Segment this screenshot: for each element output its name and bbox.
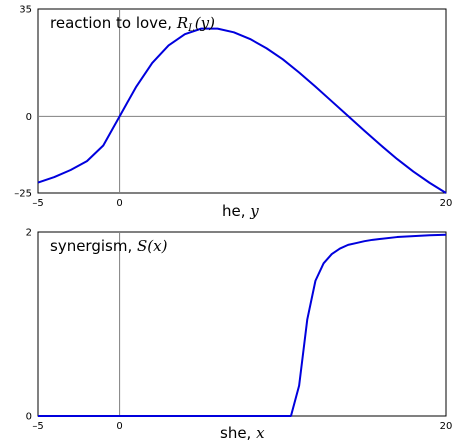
top-y-tick-label: 0 bbox=[26, 112, 32, 123]
chart-title-bottom: synergism, S(x) bbox=[50, 237, 168, 255]
tick-labels-top: –5 0 20 35 0 –25 bbox=[14, 5, 452, 210]
x-axis-label-bottom-text: she, bbox=[220, 424, 256, 441]
chart-title-top-text: reaction to love, bbox=[50, 14, 177, 32]
top-x-tick-label: 20 bbox=[440, 198, 453, 209]
bottom-x-tick-label: 20 bbox=[440, 421, 453, 432]
chart-title-bottom-math: S(x) bbox=[137, 237, 168, 255]
chart-title-top-tail: (y) bbox=[195, 14, 215, 32]
x-axis-label-bottom-math: x bbox=[256, 424, 265, 441]
bottom-x-tick-label: –5 bbox=[32, 421, 43, 432]
series-line-reaction bbox=[37, 27, 447, 194]
x-axis-label-top-math: y bbox=[249, 202, 259, 220]
reference-lines-top bbox=[38, 9, 446, 193]
top-x-tick-label: –5 bbox=[32, 198, 43, 209]
top-y-tick-label: –25 bbox=[14, 189, 32, 200]
bottom-y-tick-label: 2 bbox=[26, 228, 32, 239]
top-y-tick-label: 35 bbox=[19, 5, 32, 16]
x-axis-label-top: he, y bbox=[222, 202, 259, 220]
bottom-y-tick-label: 0 bbox=[26, 412, 32, 423]
plot-frame-top bbox=[37, 8, 447, 194]
chart-title-top: reaction to love, RL(y) bbox=[50, 14, 215, 34]
series-line-synergism bbox=[38, 233, 447, 417]
bottom-x-tick-label: 0 bbox=[116, 421, 122, 432]
top-x-tick-label: 0 bbox=[116, 198, 122, 209]
chart-title-top-math: R bbox=[176, 14, 188, 32]
chart-title-bottom-text: synergism, bbox=[50, 237, 137, 255]
chart-top: –5 0 20 35 0 –25 reaction to love, RL(y) he, … bbox=[14, 5, 452, 221]
chart-title-top-sub: L bbox=[187, 23, 195, 34]
x-axis-label-top-text: he, bbox=[222, 202, 250, 220]
x-axis-label-bottom: she, x bbox=[220, 424, 265, 441]
plot-frame-bottom bbox=[37, 231, 447, 417]
